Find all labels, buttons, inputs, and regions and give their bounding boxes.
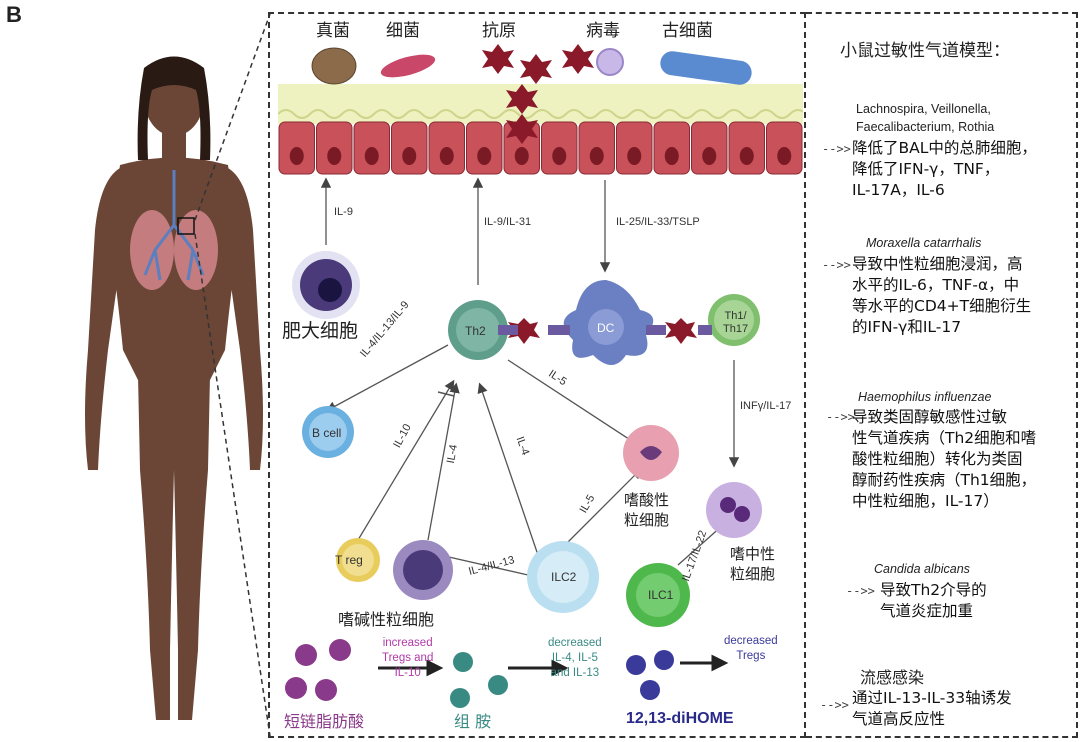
- effect-1: 降低了BAL中的总肺细胞， 降低了IFN-γ，TNF， IL-17A，IL-6: [852, 139, 1037, 199]
- panel-letter: B: [6, 2, 22, 27]
- label-fungi: 真菌: [316, 21, 350, 41]
- zoom-lines: [194, 13, 271, 737]
- cell-nucleus: [777, 147, 792, 165]
- immune-network: [285, 177, 762, 708]
- dihome-label: 12,13-diHOME: [626, 710, 734, 727]
- label-ilc2: ILC2: [551, 570, 577, 584]
- label-bcell: B cell: [312, 426, 342, 440]
- label-neutrophil: 嗜中性 粒细胞: [730, 545, 776, 583]
- right-title: 小鼠过敏性气道模型：: [840, 41, 1010, 61]
- label-virus: 病毒: [586, 21, 620, 41]
- arrow-1: -->>: [822, 142, 851, 156]
- effect-5: 通过IL-13-IL-33轴诱发 气道高反应性: [852, 689, 1012, 728]
- cell-nucleus: [702, 147, 717, 165]
- cell-nucleus: [477, 147, 492, 165]
- influenza-title: 流感感染: [860, 668, 925, 687]
- cell-nucleus: [739, 147, 754, 165]
- label-th1: Th1/ Th17: [723, 310, 749, 335]
- human-figure: [85, 56, 263, 720]
- arrow-il9-il31: IL-9/IL-31: [484, 216, 532, 228]
- cell-nucleus: [439, 147, 454, 165]
- cell-nucleus: [627, 147, 642, 165]
- species-4: Candida albicans: [874, 562, 970, 576]
- arrow-4: -->>: [846, 584, 875, 598]
- cell-nucleus: [552, 147, 567, 165]
- cell-nucleus: [289, 147, 304, 165]
- cell-nucleus: [664, 147, 679, 165]
- scfa-label: 短链脂肪酸: [284, 712, 365, 731]
- arrow-il25: IL-25/IL-33/TSLP: [616, 216, 700, 228]
- dihome-effect: decreased Tregs: [724, 635, 778, 662]
- species-3: Haemophilus influenzae: [858, 390, 992, 404]
- cell-nucleus: [402, 147, 417, 165]
- label-antigen: 抗原: [482, 21, 516, 41]
- arrow-5: -->>: [820, 698, 849, 712]
- histamine-effect: decreased IL-4, IL-5 and IL-13: [548, 637, 602, 679]
- effect-4: 导致Th2介导的 气道炎症加重: [880, 581, 987, 620]
- label-dc: DC: [597, 321, 615, 335]
- label-bacteria: 细菌: [386, 21, 420, 41]
- species-2: Moraxella catarrhalis: [866, 236, 982, 250]
- histamine-label: 组 胺: [454, 712, 492, 731]
- scfa-effect: increased Tregs and IL-10: [382, 637, 434, 679]
- label-ilc1: ILC1: [648, 588, 674, 602]
- species-1: Lachnospira, Veillonella, Faecalibacteri…: [856, 102, 995, 134]
- epithelium-diagram: [278, 44, 803, 175]
- label-archaea: 古细菌: [662, 21, 713, 41]
- diagram-frame: [268, 12, 806, 738]
- arrow-2: -->>: [822, 258, 851, 272]
- label-th2: Th2: [465, 324, 486, 338]
- arrow-3: -->>: [826, 410, 855, 424]
- cell-nucleus: [327, 147, 342, 165]
- arrow-infy: INFγ/IL-17: [740, 400, 792, 412]
- cell-nucleus: [514, 147, 529, 165]
- label-eosinophil: 嗜酸性 粒细胞: [624, 491, 670, 529]
- effect-3: 导致类固醇敏感性过敏 性气道疾病（Th2细胞和嗜 酸性粒细胞）转化为类固 醇耐药…: [852, 408, 1037, 510]
- cell-nucleus: [589, 147, 604, 165]
- label-treg: T reg: [335, 553, 363, 567]
- arrow-il9: IL-9: [334, 206, 353, 218]
- cell-nucleus: [364, 147, 379, 165]
- right-text-frame: [806, 12, 1078, 738]
- label-basophil: 嗜碱性粒细胞: [338, 610, 435, 629]
- label-mast-cell: 肥大细胞: [282, 320, 359, 342]
- effect-2: 导致中性粒细胞浸润，高 水平的IL-6，TNF-α，中 等水平的CD4+T细胞衍…: [852, 255, 1032, 336]
